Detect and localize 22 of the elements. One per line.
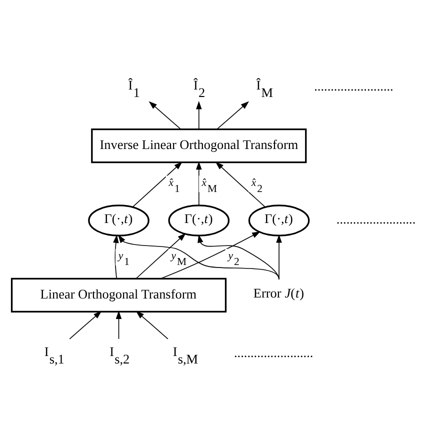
label: ........................ <box>314 78 394 93</box>
arrow <box>196 160 202 206</box>
node-text: Error J(t) <box>253 284 304 300</box>
arrow <box>136 232 186 278</box>
arrow <box>116 310 122 339</box>
arrow <box>196 100 202 130</box>
node-box: Inverse Linear Orthogonal Transform <box>91 128 307 163</box>
arrow <box>160 230 260 278</box>
node-ellipse: Γ(·,t) <box>88 204 150 236</box>
label: ........................ <box>336 211 416 226</box>
arrow <box>148 100 182 130</box>
arrow <box>216 100 250 130</box>
arrow <box>113 234 119 278</box>
node-box: Linear Orthogonal Transform <box>10 277 227 312</box>
arrow <box>276 234 282 280</box>
node-ellipse: Γ(·,t) <box>168 204 230 236</box>
arrow <box>69 310 102 339</box>
label: ........................ <box>234 344 314 360</box>
arrow <box>198 234 280 280</box>
arrow <box>136 310 168 339</box>
arrow <box>118 234 280 280</box>
node-ellipse: Γ(·,t) <box>248 204 310 236</box>
